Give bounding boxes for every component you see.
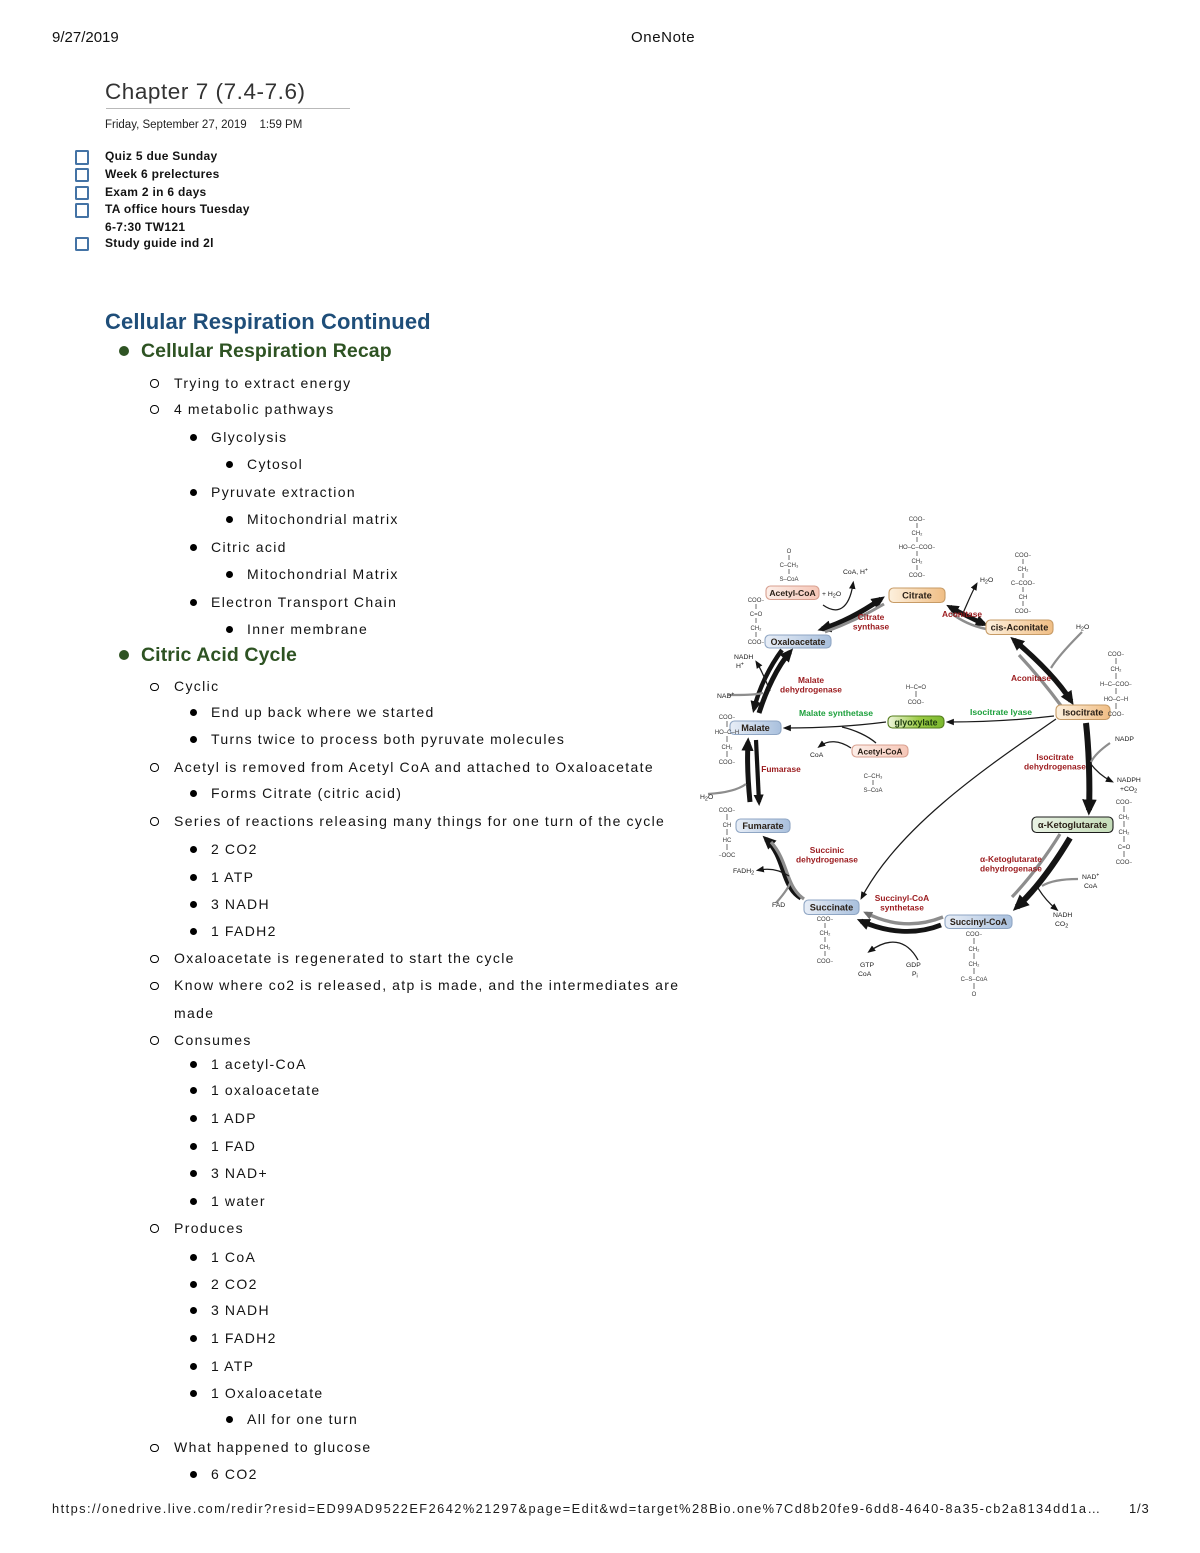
svg-text:+ H2O: + H2O — [822, 591, 841, 600]
svg-text:O: O — [787, 549, 792, 555]
svg-text:HO–C–COO−: HO–C–COO− — [899, 545, 936, 551]
svg-text:H–C=O: H–C=O — [906, 685, 927, 691]
svg-text:Acetyl-CoA: Acetyl-CoA — [857, 746, 902, 756]
svg-text:CoA, H+: CoA, H+ — [843, 568, 868, 577]
svg-text:CH₂: CH₂ — [912, 559, 924, 565]
svg-text:GTP: GTP — [860, 962, 874, 969]
svg-text:COO−: COO− — [1015, 609, 1032, 615]
svg-text:NAD+: NAD+ — [717, 692, 734, 701]
svg-text:C–CH₃: C–CH₃ — [864, 774, 883, 780]
svg-text:Succinate: Succinate — [810, 903, 853, 913]
svg-text:CH₂: CH₂ — [1111, 667, 1123, 673]
svg-text:COO−: COO− — [748, 598, 765, 604]
svg-text:COO−: COO− — [719, 715, 736, 721]
svg-text:CH₂: CH₂ — [1119, 815, 1131, 821]
svg-text:COO−: COO− — [719, 760, 736, 766]
svg-text:COO−: COO− — [966, 932, 983, 938]
svg-text:COO−: COO− — [748, 640, 765, 646]
svg-text:HO–C–H: HO–C–H — [1104, 697, 1128, 703]
svg-text:H2O: H2O — [700, 794, 713, 803]
svg-text:C=O: C=O — [1118, 845, 1131, 851]
svg-text:C–CH₃: C–CH₃ — [780, 563, 799, 569]
svg-text:COO−: COO− — [1116, 860, 1133, 866]
svg-text:CH₂: CH₂ — [751, 626, 763, 632]
svg-text:H2O: H2O — [980, 577, 993, 586]
svg-text:COO−: COO− — [719, 808, 736, 814]
svg-text:α-Ketoglutarate: α-Ketoglutarate — [1038, 819, 1107, 830]
svg-text:CH₂: CH₂ — [969, 962, 981, 968]
svg-text:COO−: COO− — [817, 917, 834, 923]
svg-text:Citrate: Citrate — [902, 590, 932, 601]
svg-text:Aconitase: Aconitase — [942, 609, 982, 619]
svg-text:FAD: FAD — [772, 902, 785, 909]
svg-text:CoA: CoA — [810, 752, 824, 759]
svg-text:Oxaloacetate: Oxaloacetate — [771, 637, 826, 647]
svg-text:Fumarase: Fumarase — [761, 764, 801, 774]
svg-text:CH: CH — [1019, 595, 1028, 601]
svg-text:FADH2: FADH2 — [733, 868, 754, 877]
svg-text:NAD+: NAD+ — [1082, 873, 1099, 882]
svg-text:CH₂: CH₂ — [722, 745, 734, 751]
svg-text:HO–C–H: HO–C–H — [715, 730, 739, 736]
svg-text:HC: HC — [723, 838, 732, 844]
svg-text:Isocitrate: Isocitrate — [1063, 708, 1104, 718]
svg-text:NADP: NADP — [1115, 736, 1134, 743]
svg-text:Succinyl-CoA: Succinyl-CoA — [950, 917, 1008, 927]
svg-text:NADPH: NADPH — [1117, 777, 1141, 784]
svg-text:glyoxylate: glyoxylate — [894, 717, 937, 727]
svg-text:H2O: H2O — [1076, 624, 1089, 633]
svg-text:CH₂: CH₂ — [969, 947, 981, 953]
svg-text:cis-Aconitate: cis-Aconitate — [991, 623, 1049, 633]
svg-text:CH: CH — [723, 823, 732, 829]
svg-text:COO−: COO− — [1116, 800, 1133, 806]
svg-text:Acetyl-CoA: Acetyl-CoA — [769, 588, 815, 598]
svg-text:Pi: Pi — [912, 971, 918, 980]
svg-text:Isocitrate lyase: Isocitrate lyase — [970, 707, 1032, 717]
svg-text:CH₂: CH₂ — [820, 931, 832, 937]
svg-text:GDP: GDP — [906, 962, 921, 969]
svg-text:COO−: COO− — [908, 700, 925, 706]
svg-text:−OOC: −OOC — [719, 853, 736, 859]
svg-text:CH₂: CH₂ — [820, 945, 832, 951]
svg-text:Malate synthetase: Malate synthetase — [799, 708, 873, 718]
svg-text:S–CoA: S–CoA — [863, 788, 882, 794]
svg-text:CH₂: CH₂ — [1018, 567, 1030, 573]
svg-text:COO−: COO− — [1015, 553, 1032, 559]
svg-text:C–S–CoA: C–S–CoA — [961, 977, 988, 983]
svg-text:NADH: NADH — [1053, 912, 1072, 919]
svg-text:COO−: COO− — [1108, 652, 1125, 658]
svg-text:Fumarate: Fumarate — [742, 821, 783, 831]
svg-text:+CO2: +CO2 — [1120, 786, 1137, 795]
svg-text:O: O — [972, 992, 977, 998]
svg-text:C=O: C=O — [750, 612, 763, 618]
svg-text:Malate: Malate — [741, 723, 770, 733]
svg-text:CoA: CoA — [1084, 883, 1098, 890]
svg-text:H–C–COO−: H–C–COO− — [1100, 682, 1132, 688]
svg-text:C–COO−: C–COO− — [1011, 581, 1035, 587]
svg-text:S–CoA: S–CoA — [779, 577, 798, 583]
svg-text:NADH: NADH — [734, 654, 753, 661]
svg-text:CH₂: CH₂ — [912, 531, 924, 537]
svg-text:H+: H+ — [736, 662, 744, 671]
svg-text:COO−: COO− — [909, 517, 926, 523]
svg-text:CoA: CoA — [858, 971, 872, 978]
svg-text:COO−: COO− — [909, 573, 926, 579]
svg-text:Aconitase: Aconitase — [1011, 673, 1051, 683]
svg-text:CH₂: CH₂ — [1119, 830, 1131, 836]
svg-text:COO−: COO− — [817, 959, 834, 965]
svg-text:CO2: CO2 — [1055, 921, 1068, 930]
svg-text:COO−: COO− — [1108, 712, 1125, 718]
